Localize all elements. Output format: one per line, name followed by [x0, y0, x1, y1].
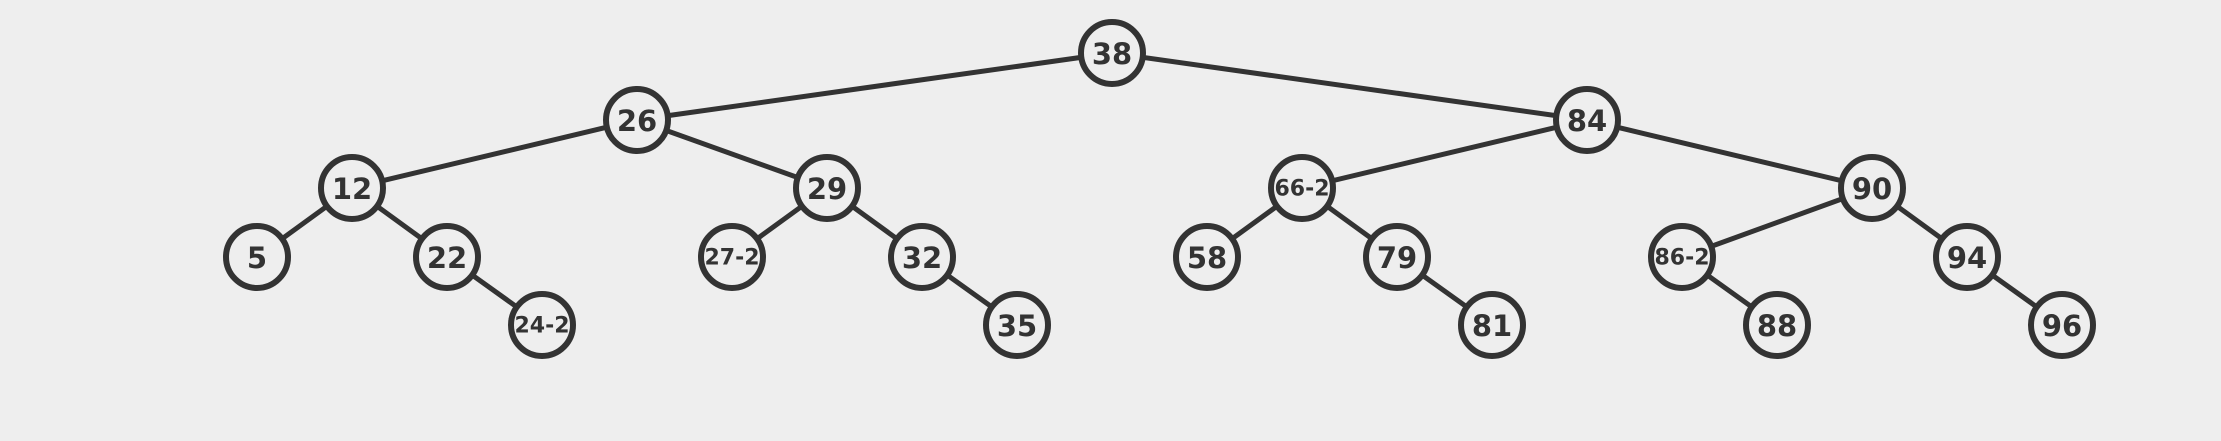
tree-node: 24-2: [508, 291, 576, 359]
tree-node-label: 35: [997, 309, 1037, 343]
tree-edge: [1111, 50, 1588, 123]
tree-node-label: 24-2: [514, 314, 569, 339]
tree-node-circle: [888, 223, 956, 291]
tree-node-label: 81: [1472, 309, 1512, 343]
tree-node-circle: [793, 154, 861, 222]
tree-node-circle: [1173, 223, 1241, 291]
tree-node: 5: [223, 223, 291, 291]
tree-node: 22: [413, 223, 481, 291]
tree-node: 84: [1553, 86, 1621, 154]
tree-node: 32: [888, 223, 956, 291]
tree-node: 26: [603, 86, 671, 154]
tree-node-circle: [698, 223, 766, 291]
tree-node-circle: [1458, 291, 1526, 359]
tree-node: 81: [1458, 291, 1526, 359]
tree-node-label: 5: [247, 241, 267, 275]
tree-edge: [1301, 117, 1588, 191]
tree-node-label: 88: [1757, 309, 1797, 343]
tree-node-circle: [223, 223, 291, 291]
tree-node-label: 90: [1852, 172, 1892, 206]
tree-node: 96: [2028, 291, 2096, 359]
tree-node: 66-2: [1268, 154, 1336, 222]
tree-node-circle: [1933, 223, 2001, 291]
tree-node: 12: [318, 154, 386, 222]
tree-node-label: 32: [902, 241, 942, 275]
tree-node-circle: [1648, 223, 1716, 291]
tree-node-circle: [1268, 154, 1336, 222]
tree-node-label: 79: [1377, 241, 1417, 275]
tree-node: 79: [1363, 223, 1431, 291]
tree-node-circle: [1363, 223, 1431, 291]
tree-node: 35: [983, 291, 1051, 359]
tree-edge: [636, 50, 1113, 123]
tree-node-label: 66-2: [1274, 177, 1329, 202]
tree-node-label: 58: [1187, 241, 1227, 275]
tree-node-label: 86-2: [1654, 246, 1709, 271]
tree-node-label: 96: [2042, 309, 2082, 343]
tree-node-label: 38: [1092, 37, 1132, 71]
tree-node-label: 94: [1947, 241, 1987, 275]
tree-edge: [1586, 117, 1873, 191]
tree-node: 38: [1078, 19, 1146, 87]
nodes-layer: 38 26 84 12 29 66-2 90 5 22 27-2 32 58 79 86-2 94 24-2 3…: [223, 19, 2096, 359]
tree-edge: [351, 117, 638, 191]
tree-node-circle: [983, 291, 1051, 359]
tree-node-label: 26: [617, 104, 657, 138]
tree-node-label: 29: [807, 172, 847, 206]
tree-node-circle: [318, 154, 386, 222]
tree-node: 58: [1173, 223, 1241, 291]
tree-node-label: 22: [427, 241, 467, 275]
tree-node-label: 84: [1567, 104, 1607, 138]
tree-node-circle: [2028, 291, 2096, 359]
tree-node-circle: [413, 223, 481, 291]
tree-node: 27-2: [698, 223, 766, 291]
tree-node-circle: [508, 291, 576, 359]
tree-node: 86-2: [1648, 223, 1716, 291]
tree-node-circle: [603, 86, 671, 154]
tree-node: 94: [1933, 223, 2001, 291]
tree-node-circle: [1743, 291, 1811, 359]
tree-node-circle: [1078, 19, 1146, 87]
tree-node: 90: [1838, 154, 1906, 222]
edges-layer: [255, 50, 2064, 328]
tree-node-label: 27-2: [704, 246, 759, 271]
tree-node-circle: [1838, 154, 1906, 222]
tree-node-circle: [1553, 86, 1621, 154]
tree-node: 88: [1743, 291, 1811, 359]
tree-node-label: 12: [332, 172, 372, 206]
tree-node: 29: [793, 154, 861, 222]
